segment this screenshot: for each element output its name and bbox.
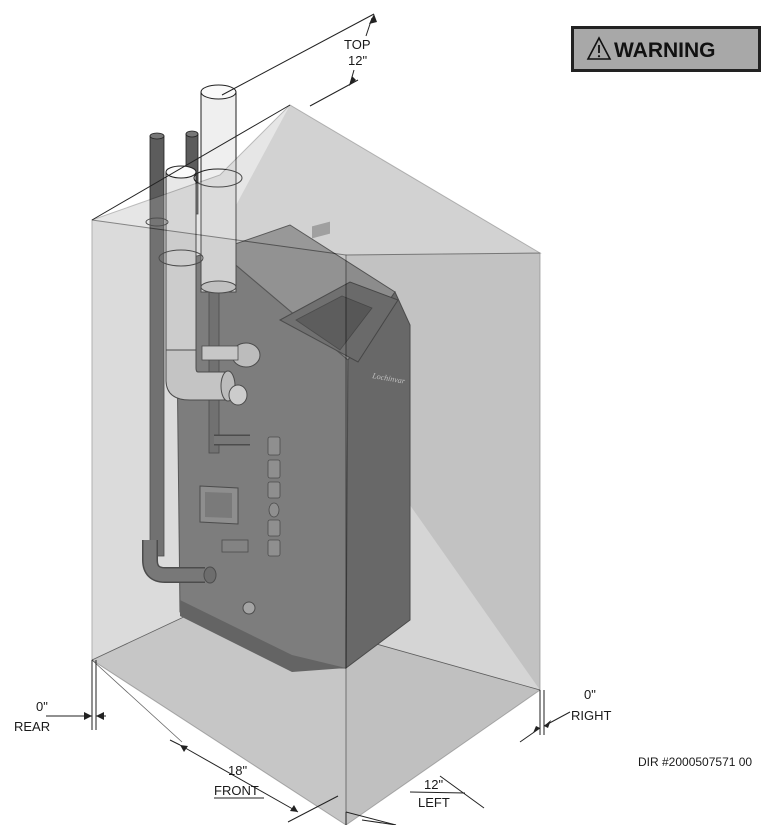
control-panel [278,221,399,363]
right-value: 0" [584,687,596,702]
clearance-envelope-front [91,104,542,825]
front-label: FRONT [214,783,259,798]
doc-id: DIR #2000507571 00 [638,755,752,769]
dimension-rear: 0" REAR [14,660,106,734]
rear-value: 0" [36,699,48,714]
left-value: 12" [424,777,443,792]
dimension-top: TOP 12" [221,13,377,107]
warning-label: WARNING [614,39,716,62]
rear-label: REAR [14,719,50,734]
piping [142,84,261,584]
dimension-front: 18" FRONT [91,659,339,823]
top-label: TOP [344,37,371,52]
warning-box: WARNING [571,26,761,72]
dimension-right: 0" RIGHT [519,687,612,743]
warning-triangle-icon [586,36,612,60]
left-label: LEFT [418,795,450,810]
top-value: 12" [348,53,367,68]
right-label: RIGHT [571,708,612,723]
dimension-left: 12" LEFT [345,775,485,825]
front-value: 18" [228,763,247,778]
side-fittings [267,436,281,557]
